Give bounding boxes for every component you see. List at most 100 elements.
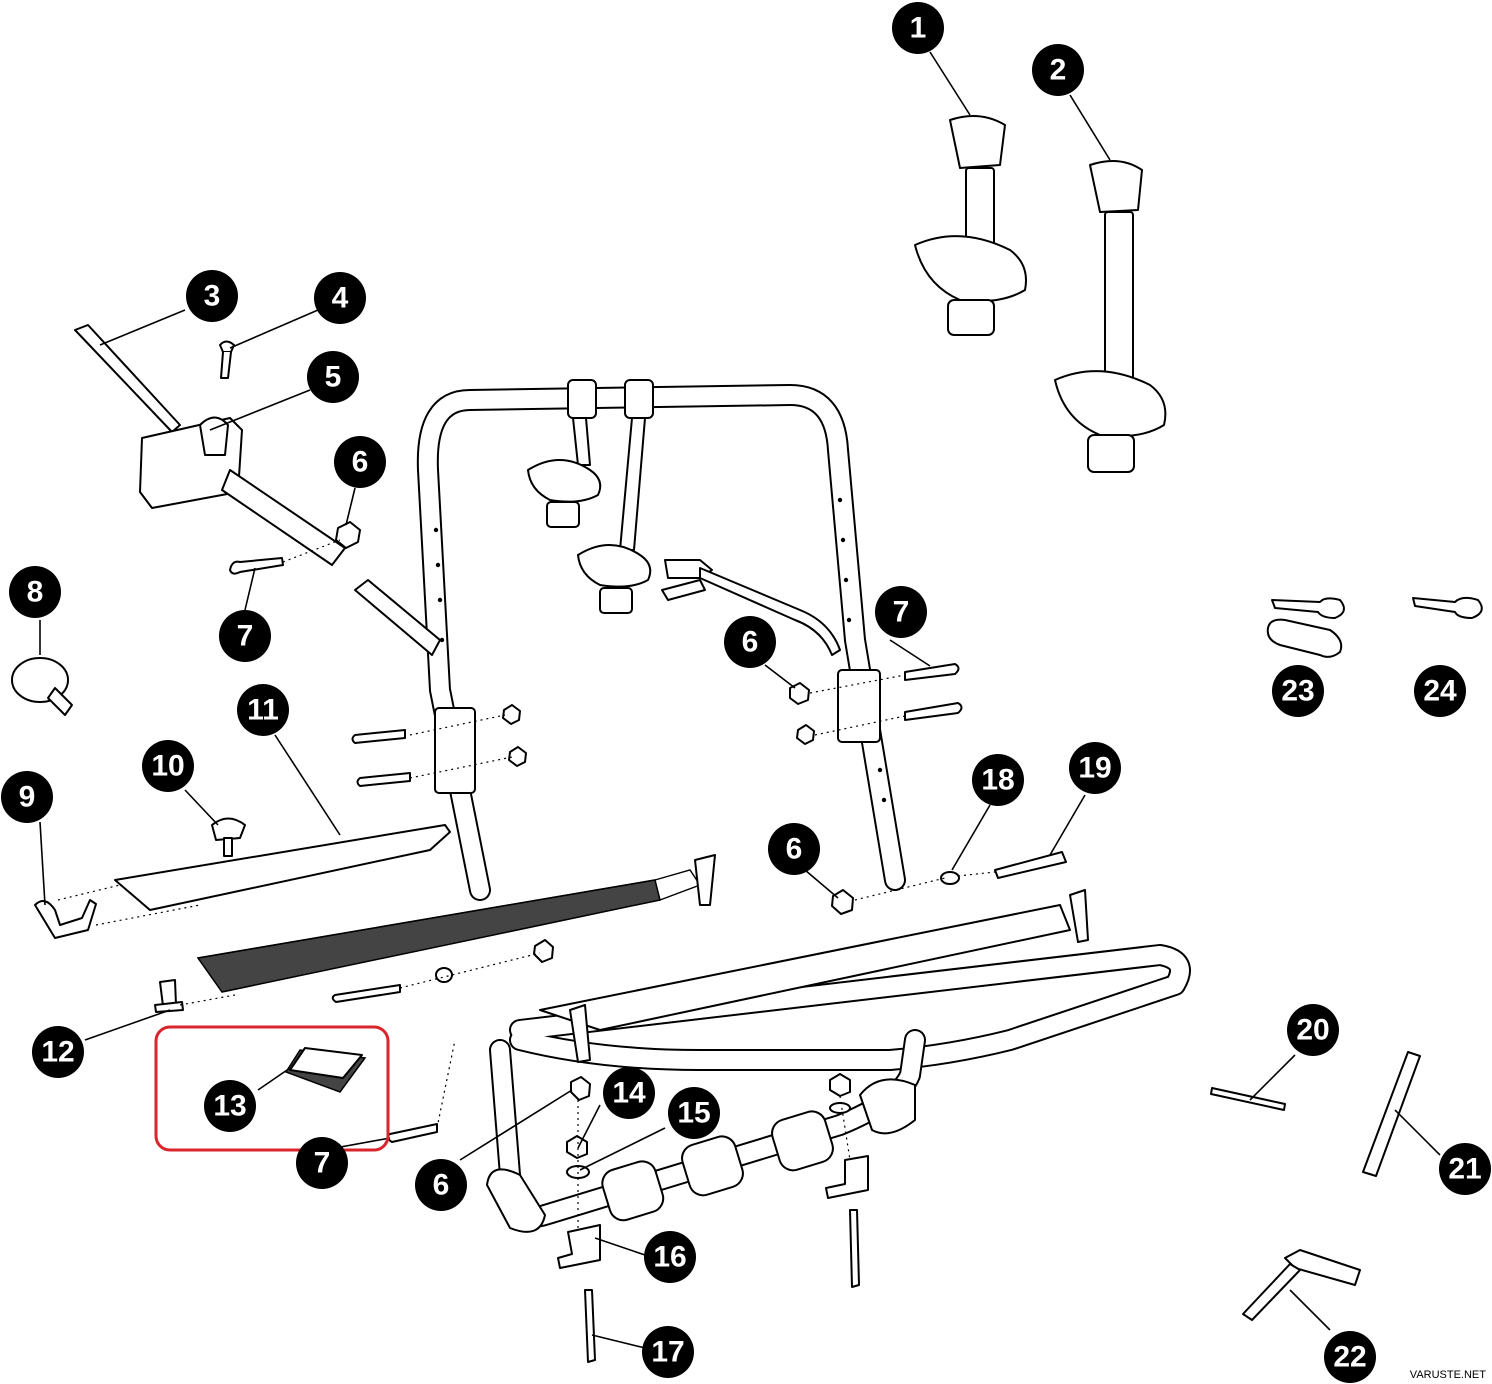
part-15-washer-b [829, 1102, 851, 1114]
main-frame [354, 384, 906, 901]
part-7-bolt-c [351, 729, 406, 744]
part-22-hex-key [1242, 1249, 1361, 1321]
svg-text:4: 4 [332, 282, 349, 315]
svg-text:9: 9 [19, 781, 36, 814]
callout-6: 6 [415, 1159, 467, 1211]
svg-text:5: 5 [325, 361, 342, 394]
frame-clamp-left [434, 707, 476, 794]
part-20-pin [1210, 1087, 1286, 1111]
svg-text:19: 19 [1078, 752, 1111, 785]
leader-lines [39, 51, 1441, 1349]
callout-4: 4 [314, 272, 366, 324]
callout-7: 7 [296, 1137, 348, 1189]
part-17-bolt [584, 1289, 596, 1363]
svg-text:1: 1 [910, 12, 927, 45]
svg-text:21: 21 [1448, 1153, 1481, 1186]
svg-text:7: 7 [893, 596, 910, 629]
callout-8: 8 [9, 566, 61, 618]
part-7-bolt-b [904, 663, 960, 681]
part-10-knob [211, 817, 246, 857]
svg-text:6: 6 [433, 1169, 450, 1202]
callout-12: 12 [32, 1026, 84, 1078]
callout-3: 3 [186, 270, 238, 322]
part-6-nut-a [335, 521, 361, 549]
part-14-nut [566, 1135, 588, 1159]
frame-clamp-right [837, 669, 881, 743]
part-14-nut-b [829, 1073, 851, 1097]
highlight-box [154, 1025, 390, 1152]
callout-23: 23 [1272, 665, 1324, 717]
part-11-rail-cover [114, 824, 451, 911]
nut-frame-b [508, 746, 527, 767]
svg-text:11: 11 [247, 694, 279, 727]
part-6-nut-c [831, 889, 854, 915]
part-7-bolt-e [386, 1123, 438, 1143]
frame-side-arm [354, 579, 441, 656]
callout-21: 21 [1439, 1143, 1491, 1195]
part-18-washer [940, 871, 960, 885]
part-9-holder [34, 899, 97, 939]
svg-text:6: 6 [352, 446, 369, 479]
nut-mid [533, 939, 554, 963]
part-19-bolt [994, 851, 1067, 879]
callout-11: 11 [237, 684, 289, 736]
callout-16: 16 [644, 1231, 696, 1283]
part-7-bolt-a [229, 557, 284, 575]
part-16-clamp [557, 1224, 601, 1269]
svg-text:3: 3 [204, 280, 221, 313]
callout-13: 13 [204, 1080, 256, 1132]
part-2-bike-holder [1054, 160, 1167, 473]
callout-9: 9 [1, 771, 53, 823]
svg-text:20: 20 [1296, 1014, 1329, 1047]
part-3-strap [74, 324, 181, 433]
callout-10: 10 [142, 740, 194, 792]
callout-20: 20 [1287, 1004, 1339, 1056]
svg-text:18: 18 [981, 764, 1014, 797]
svg-text:13: 13 [213, 1090, 246, 1123]
callout-19: 19 [1069, 742, 1121, 794]
svg-text:16: 16 [653, 1241, 686, 1274]
svg-text:24: 24 [1423, 675, 1457, 708]
callout-24: 24 [1414, 665, 1466, 717]
part-5-bracket [139, 416, 346, 566]
svg-text:7: 7 [314, 1147, 331, 1180]
svg-text:6: 6 [786, 833, 803, 866]
callout-15: 15 [668, 1087, 720, 1139]
svg-text:17: 17 [651, 1336, 684, 1369]
svg-text:22: 22 [1333, 1341, 1366, 1374]
nut-frame-c [796, 724, 815, 745]
callout-2: 2 [1032, 44, 1084, 96]
washer-mid [435, 967, 453, 983]
watermark-text: VARUSTE.NET [1409, 1369, 1486, 1381]
callout-14: 14 [603, 1067, 655, 1119]
part-24-key [1412, 596, 1483, 619]
callout-6: 6 [724, 616, 776, 668]
frame-bike-holders [527, 379, 841, 656]
frame-holes [433, 497, 887, 803]
part-16-clamp-b [825, 1155, 869, 1199]
part-4-screw [219, 340, 235, 379]
callout-7: 7 [875, 586, 927, 638]
callout-7: 7 [219, 610, 271, 662]
callout-18: 18 [972, 754, 1024, 806]
svg-text:7: 7 [237, 620, 254, 653]
callout-1: 1 [892, 2, 944, 54]
lower-platform [196, 854, 1191, 1233]
part-1-bike-holder [914, 115, 1027, 336]
callout-5: 5 [307, 351, 359, 403]
svg-text:12: 12 [41, 1036, 74, 1069]
part-6-nut-d [570, 1076, 591, 1101]
part-7-bolt-f [331, 984, 401, 1003]
part-7-bolt-b2 [904, 702, 963, 721]
callout-22: 22 [1324, 1331, 1376, 1383]
part-23-lock-and-key [1266, 597, 1345, 658]
svg-text:23: 23 [1281, 675, 1314, 708]
part-8-strap-loop [11, 657, 73, 716]
part-12-bolt [154, 979, 184, 1013]
svg-text:15: 15 [677, 1097, 710, 1130]
svg-text:14: 14 [612, 1077, 646, 1110]
svg-text:10: 10 [151, 750, 184, 783]
nut-frame-a [502, 704, 521, 725]
svg-text:2: 2 [1050, 54, 1067, 87]
